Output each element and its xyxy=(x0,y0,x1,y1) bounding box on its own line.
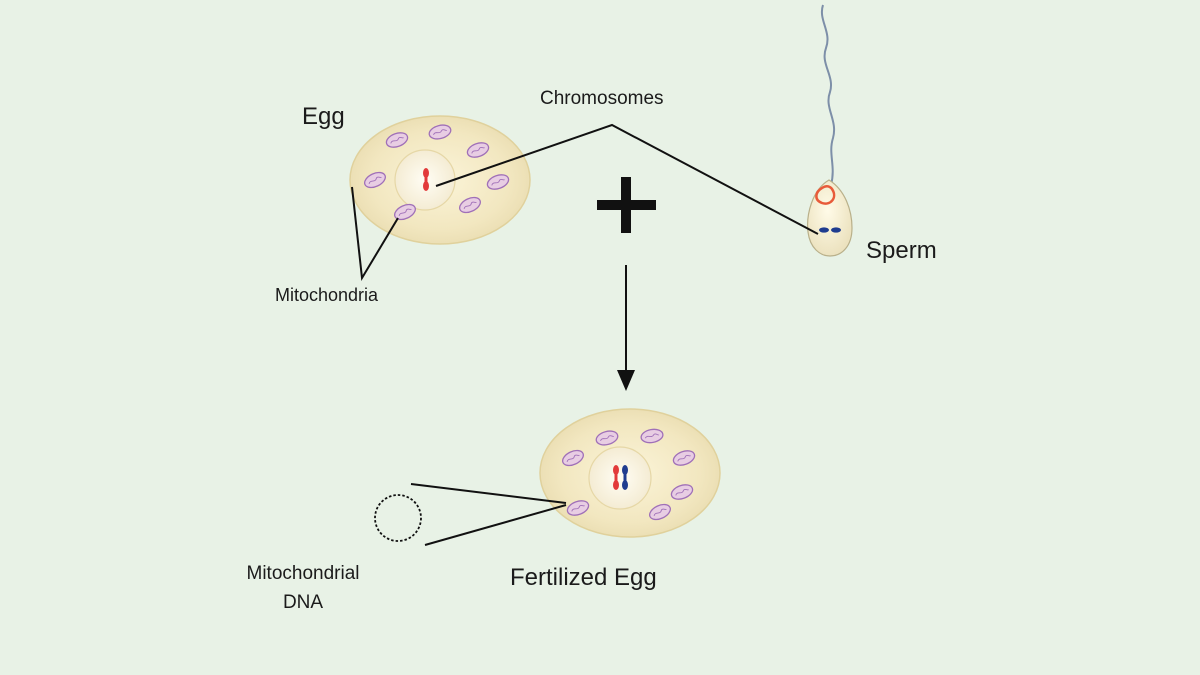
mitochondrial-dna-zoom-lines xyxy=(410,483,567,546)
egg-mitochondria-group xyxy=(364,124,510,221)
sperm-head xyxy=(807,179,853,257)
mitochondrion-icon xyxy=(459,196,481,214)
mitochondrion-icon xyxy=(640,428,664,444)
mitochondrion-icon xyxy=(649,503,671,521)
fertilized-egg-cell xyxy=(539,408,721,538)
mitochondrion-icon xyxy=(466,142,490,158)
mitochondrion-icon xyxy=(486,174,510,190)
chromosomes-pointer-lines xyxy=(435,123,819,235)
mitochondrial-dna-icon xyxy=(374,494,422,542)
egg-label: Egg xyxy=(302,103,345,130)
sperm-paternal-chromosome-icon xyxy=(819,227,841,233)
sperm-acrosome-icon xyxy=(815,185,836,205)
mitochondria-pointer-lines xyxy=(351,186,399,282)
mitochondrion-icon xyxy=(595,430,619,446)
arrow-down-icon xyxy=(617,265,635,391)
plus-icon xyxy=(597,177,656,233)
fertilized-egg-paternal-chromosome-icon xyxy=(622,465,628,490)
fertilized-egg-label: Fertilized Egg xyxy=(510,564,657,591)
mitochondria-label: Mitochondria xyxy=(275,285,379,305)
mitochondrion-icon xyxy=(394,203,416,221)
sperm-tail xyxy=(820,4,836,186)
fertilized-egg-mitochondria-group xyxy=(562,428,696,521)
mitochondrion-icon xyxy=(562,449,584,467)
sperm-label: Sperm xyxy=(866,237,937,264)
mitochondrial-dna-label-line1: Mitochondrial xyxy=(246,563,360,584)
egg-cell xyxy=(349,115,531,245)
egg-maternal-chromosome-icon xyxy=(423,168,429,191)
mitochondrion-icon xyxy=(385,132,409,148)
sperm-cell xyxy=(807,4,853,257)
mitochondrion-icon xyxy=(672,450,696,466)
mitochondrion-icon xyxy=(670,484,694,500)
fertilized-egg-nucleus xyxy=(588,446,652,510)
mitochondrion-icon xyxy=(566,500,590,516)
chromosomes-label: Chromosomes xyxy=(540,88,664,109)
fertilized-egg-maternal-chromosome-icon xyxy=(613,465,619,490)
mitochondrial-dna-label-line2: DNA xyxy=(282,592,324,613)
mitochondrion-icon xyxy=(428,124,452,140)
mitochondrion-icon xyxy=(364,171,386,189)
